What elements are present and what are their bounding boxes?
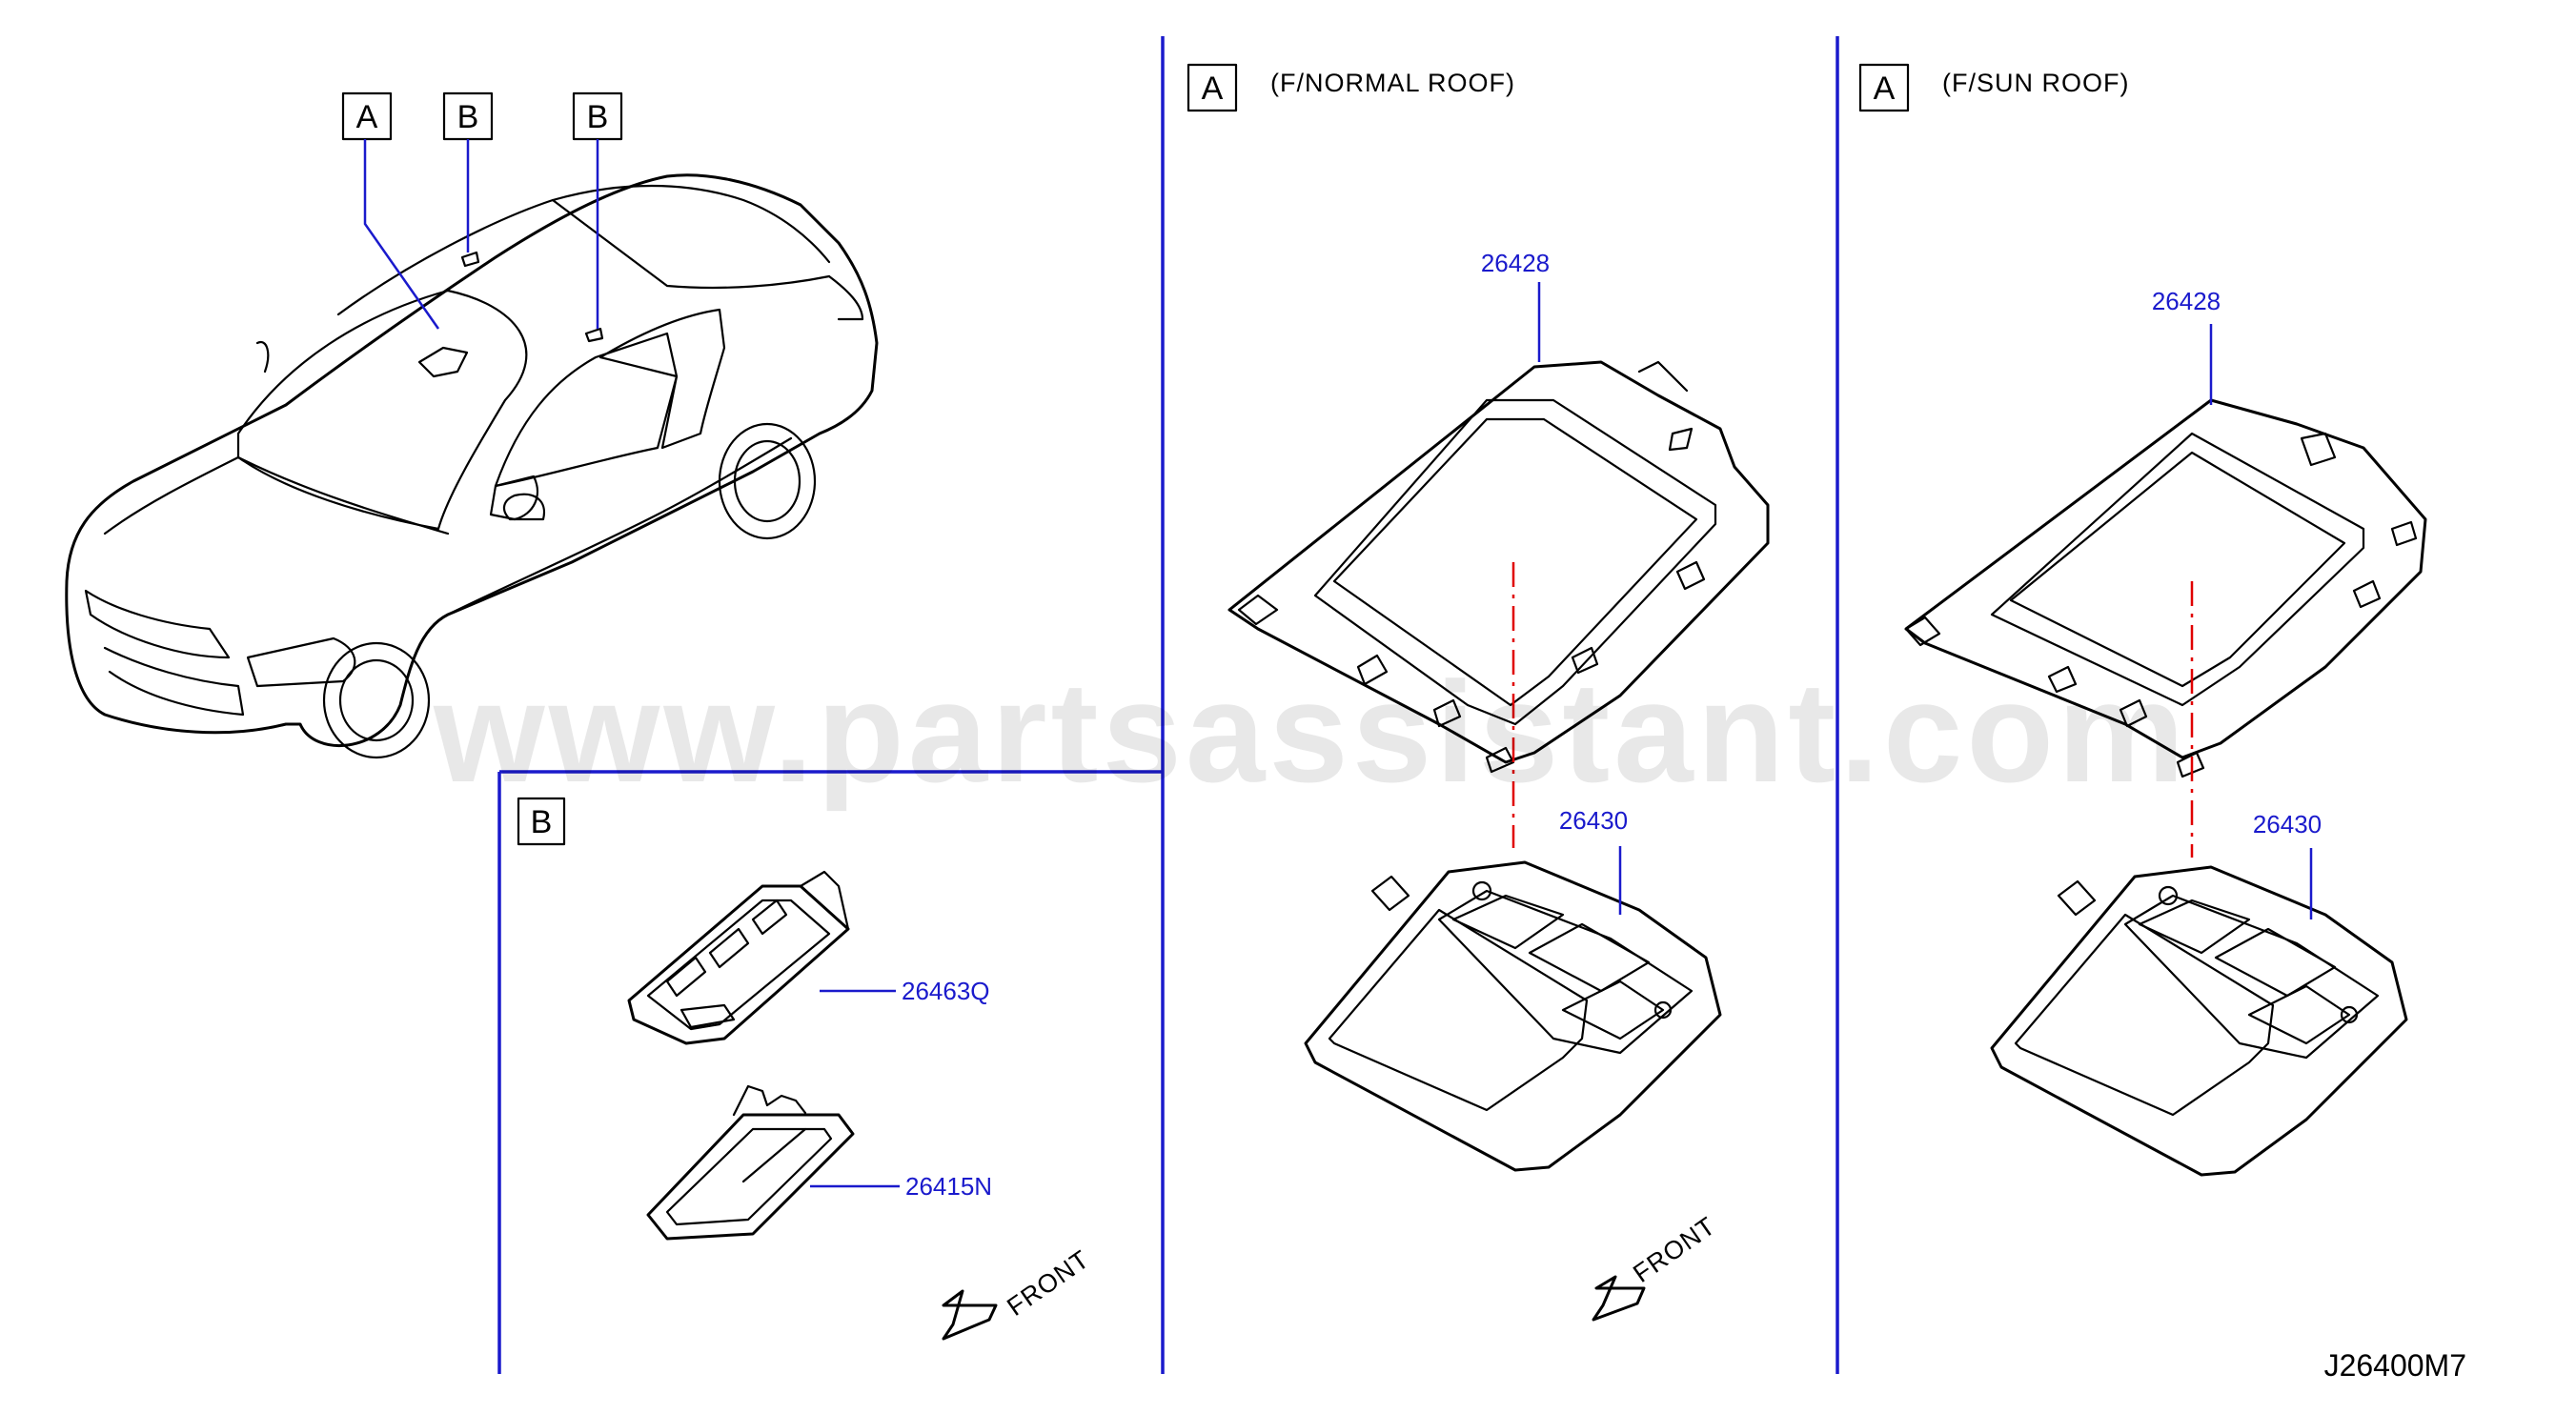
part-26463Q: 26463Q [902,977,990,1005]
sun-roof-note: (F/SUN ROOF) [1942,69,2129,97]
front-arrow-b: FRONT [942,1244,1095,1341]
car-callout-b1: B [442,91,494,252]
map-lamp-lens-drawing [646,1084,855,1241]
car-callout-b1-label: B [457,99,479,135]
front-arrow-a: FRONT [1592,1211,1721,1322]
roof-bracket-normal-drawing [1227,360,1770,774]
overhead-lamp-normal-drawing [1304,860,1722,1172]
front-label-b: FRONT [1002,1244,1094,1322]
overhead-lamp-sun-drawing [1990,865,2408,1177]
map-lamp-base-drawing [627,870,850,1045]
part-26415N: 26415N [905,1172,992,1201]
car-callout-a: A [341,91,440,330]
panel-b: B 26463Q 26415N FRONT [517,797,1095,1341]
diagram-code: J26400M7 [2324,1348,2466,1383]
panel-b-callout: B [531,804,553,840]
part-26430-sun: 26430 [2253,810,2322,838]
panel-a-normal-callout: A [1202,71,1224,107]
car-callout-a-label: A [356,99,378,135]
roof-bracket-sun-drawing [1904,398,2427,778]
car-callout-b2: B [572,91,623,329]
part-26430-normal: 26430 [1559,806,1628,835]
car-illustration [65,173,879,759]
panel-a-sun-callout: A [1874,71,1896,107]
part-26428-normal: 26428 [1481,249,1550,277]
car-callout-b2-label: B [587,99,609,135]
panel-a-sun: A (F/SUN ROOF) 26428 [1858,63,2427,1177]
watermark: www.partsassistant.com [433,652,2188,812]
normal-roof-note: (F/NORMAL ROOF) [1270,69,1515,97]
part-26428-sun: 26428 [2152,287,2221,315]
front-label-a: FRONT [1628,1211,1720,1288]
